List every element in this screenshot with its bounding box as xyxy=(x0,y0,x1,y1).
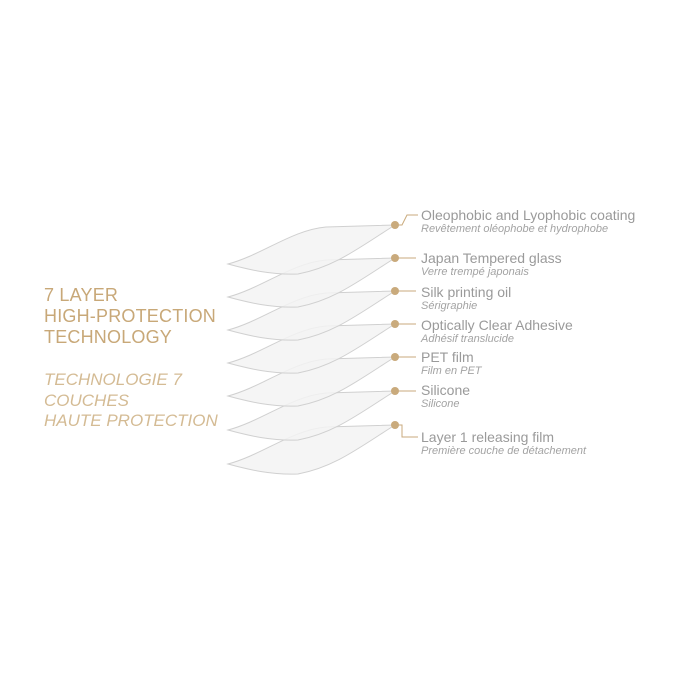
layer-name: Silicone xyxy=(421,382,471,398)
layer-sheet xyxy=(226,424,397,475)
layer-marker-dot xyxy=(391,387,399,395)
layer-sheet xyxy=(226,390,397,441)
layer-name: PET film xyxy=(421,349,474,365)
layer-name: Optically Clear Adhesive xyxy=(421,317,573,333)
layer-name-french: Film en PET xyxy=(421,365,482,377)
layer-sheet xyxy=(226,356,397,407)
layer-marker-dot xyxy=(391,320,399,328)
layer-name: Japan Tempered glass xyxy=(421,250,562,266)
layer-sheet xyxy=(226,257,397,308)
layer-name-french: Revêtement oléophobe et hydrophobe xyxy=(421,223,609,235)
heading-line: HAUTE PROTECTION xyxy=(44,411,218,430)
layer-name-french: Sérigraphie xyxy=(421,300,478,312)
heading-english: 7 LAYER HIGH-PROTECTION TECHNOLOGY xyxy=(44,285,216,348)
heading-french: TECHNOLOGIE 7 COUCHES HAUTE PROTECTION xyxy=(44,370,218,432)
layer-name-french: Silicone xyxy=(421,398,460,410)
layer-name: Layer 1 releasing film xyxy=(421,429,555,445)
layer-marker-dot xyxy=(391,421,399,429)
layer-name: Oleophobic and Lyophobic coating xyxy=(421,207,636,223)
heading-line: HIGH-PROTECTION xyxy=(44,306,216,326)
heading-line: TECHNOLOGY xyxy=(44,327,173,347)
heading-line: TECHNOLOGIE 7 xyxy=(44,370,182,389)
layer-name: Silk printing oil xyxy=(421,284,512,300)
heading-line: COUCHES xyxy=(44,390,130,410)
layer-name-french: Première couche de détachement xyxy=(421,445,587,457)
layer-name-french: Adhésif translucide xyxy=(421,333,514,345)
layer-sheet xyxy=(226,224,397,275)
layer-name-french: Verre trempé japonais xyxy=(421,266,529,278)
layer-marker-dot xyxy=(391,221,399,229)
heading-line: 7 LAYER xyxy=(44,285,119,305)
layer-marker-dot xyxy=(391,353,399,361)
layer-marker-dot xyxy=(391,287,399,295)
layer-sheet xyxy=(226,323,397,374)
layer-marker-dot xyxy=(391,254,399,262)
layer-sheet xyxy=(226,290,397,341)
